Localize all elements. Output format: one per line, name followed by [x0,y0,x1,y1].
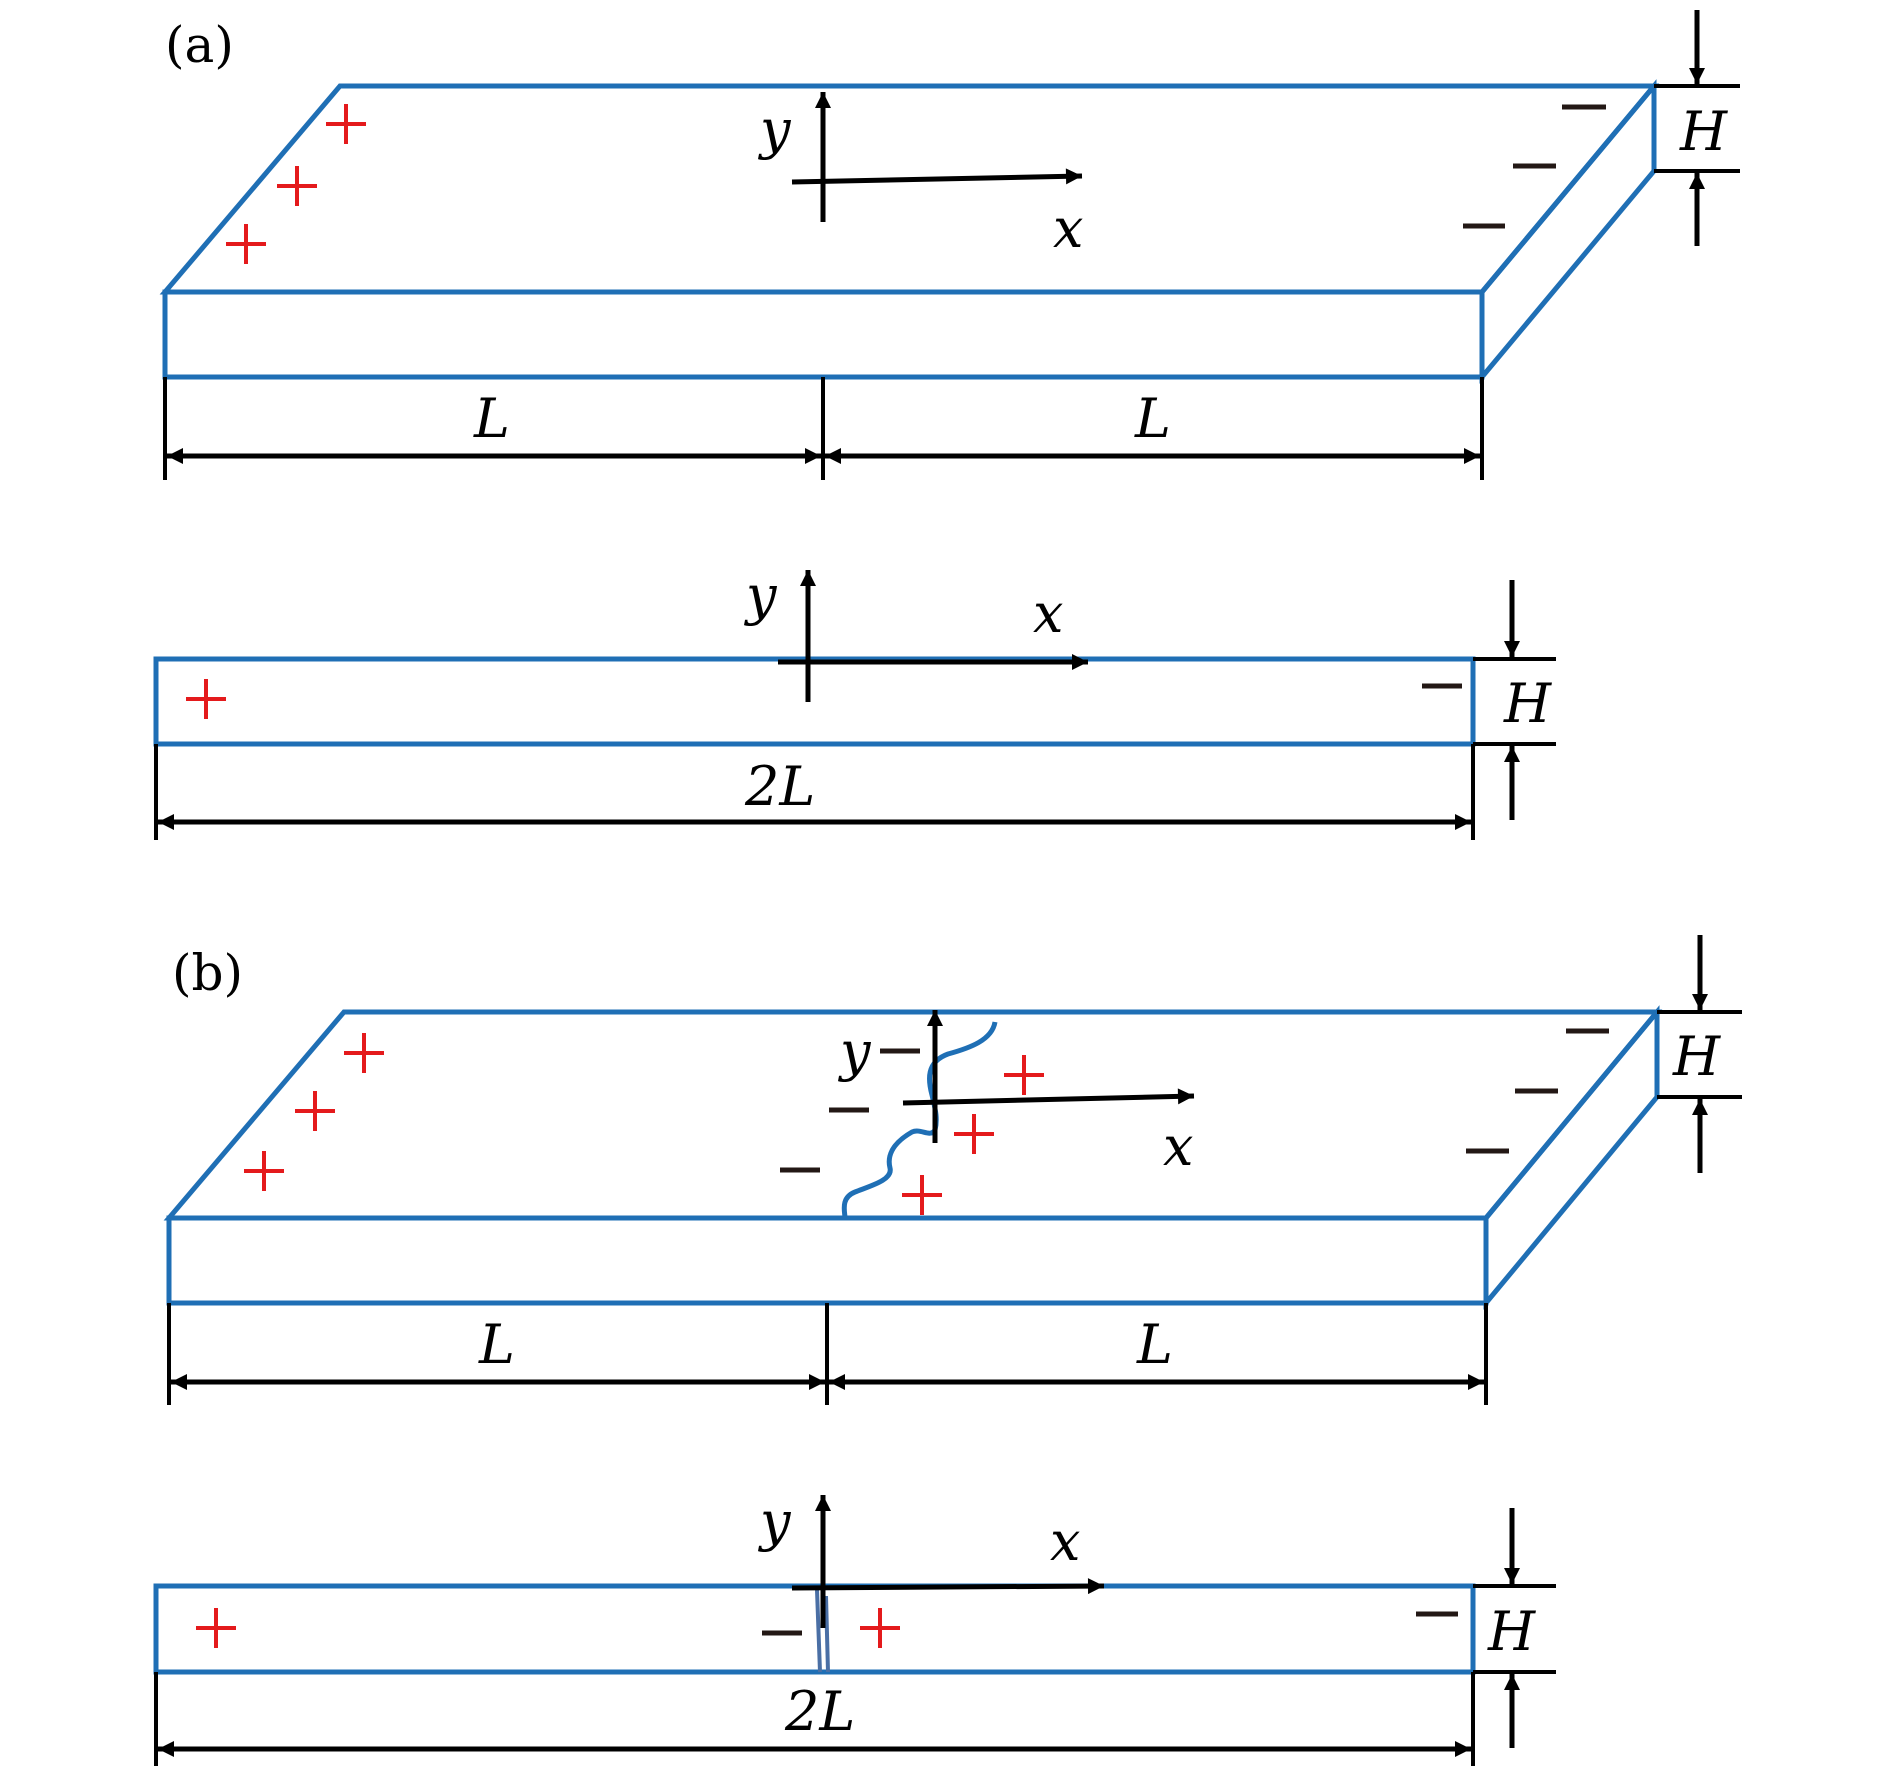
plus-sign [196,1608,236,1648]
plus-sign [860,1608,900,1648]
panel-a-cross-section: y x H 2L [153,564,1556,840]
panel-b-thickness-dimension: H [1657,935,1742,1173]
y-axis-label: y [838,1020,872,1083]
panel-a-slab-3d [159,79,1660,384]
left-length-label: L [473,387,510,450]
plus-sign [902,1175,942,1215]
x-axis-label: x [1163,1115,1193,1178]
x-axis-label: x [1033,582,1063,645]
y-axis-label: y [758,98,792,161]
slab-side-face [1479,79,1657,384]
plus-sign [244,1151,284,1191]
plus-sign [186,679,226,719]
x-axis [791,1578,1105,1595]
cross-section-outline [153,656,1476,747]
slab-front-face [162,289,1485,380]
plus-sign [277,166,317,206]
y-axis-label: y [744,564,778,627]
thickness-label: H [1679,100,1728,163]
plus-sign [226,224,266,264]
plus-sign [954,1114,994,1154]
plus-sign [295,1091,335,1131]
panel-a-thickness-dimension: H [1654,10,1740,246]
slab-side-face [1483,1005,1660,1310]
panel-b-positive-charges [244,1033,1044,1215]
panel-b: (b) y x [153,935,1742,1766]
slab-front-face [166,1215,1489,1306]
crack [815,1589,830,1673]
plus-sign [326,104,366,144]
panel-a: (a) y x [153,10,1740,840]
cross-section-outline [153,1583,1476,1675]
panel-a-positive-charges [226,104,366,264]
plus-sign [1004,1055,1044,1095]
left-length-label: L [478,1313,515,1376]
total-length-label: 2L [744,755,815,818]
thickness-label: H [1487,1600,1536,1663]
right-length-label: L [1134,387,1171,450]
x-axis [902,1088,1195,1106]
x-axis-label: x [1053,197,1083,260]
plus-sign [344,1033,384,1073]
panel-b-axes-3d: y x [838,1010,1195,1178]
panel-b-length-dimensions: L L [167,1303,1488,1405]
thickness-label: H [1503,672,1552,735]
panel-a-axes-3d: y x [758,92,1083,260]
right-length-label: L [1136,1313,1173,1376]
total-length-label: 2L [784,1680,855,1743]
panel-a-negative-charges [1463,104,1606,229]
thickness-label: H [1672,1025,1721,1088]
panel-a-label: (a) [165,16,234,74]
crack [841,1021,998,1219]
panel-b-negative-charges [780,1028,1609,1173]
y-axis-label: y [758,1490,792,1553]
panel-b-label: (b) [172,944,243,1002]
slab-top-face [159,83,1660,295]
panel-b-slab-3d [163,1005,1663,1310]
panel-a-length-dimensions: L L [163,377,1484,480]
panel-b-cross-section: y x H 2L [153,1490,1556,1766]
x-axis [791,168,1083,185]
x-axis-label: x [1050,1510,1080,1573]
slab-top-face [163,1009,1663,1221]
